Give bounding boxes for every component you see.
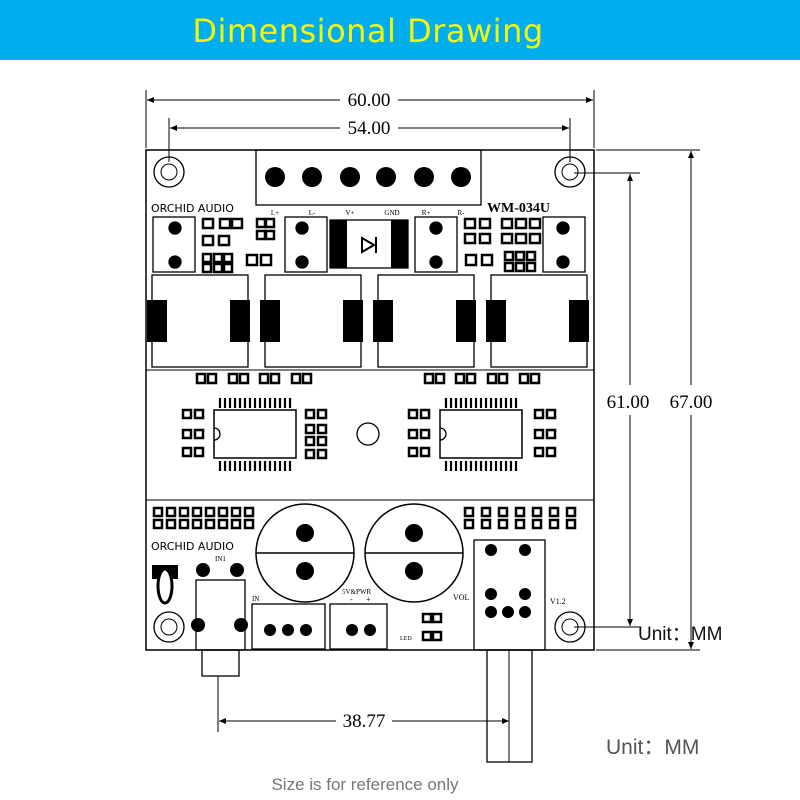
dimension-overall-height: 67.00 [596,149,713,651]
overall-width-label: 60.00 [348,90,391,111]
dimension-overall-width: 60.00 [145,90,595,148]
knob-offset-label: 38.77 [343,711,386,732]
smd-pads-bottom [152,506,577,642]
terminal-label: GND [384,209,399,217]
unit-label-bottom: Unit：MM [606,736,700,759]
hole-spacing-height-label: 61.00 [607,392,650,413]
in-label: IN [252,595,259,603]
power-terminal: 5V&PWR - + [329,588,388,650]
power-plus-label: + [366,595,371,604]
reference-note: Size is for reference only [271,775,459,794]
dimension-hole-spacing-height: 61.00 [574,172,650,628]
volume-potentiometer: VOL V1.2 [453,539,566,763]
hole-spacing-width-label: 54.00 [348,118,391,139]
model-label: WM-034U [487,201,550,216]
amplifier-chip-right [439,398,523,471]
terminal-label: V+ [345,209,354,217]
output-terminal-block [255,149,482,206]
smd-pads-top [201,217,542,274]
dimension-hole-spacing-width: 54.00 [168,118,571,162]
terminal-labels: L+ L- V+ GND R+ R- [271,209,465,217]
vol-label: VOL [453,593,470,602]
page-title: Dimensional Drawing [192,12,544,50]
version-label: V1.2 [550,597,566,606]
diode-component [329,219,409,269]
inductor-modules [152,216,586,273]
unit-label-right: Unit：MM [638,624,723,645]
smd-pads-middle [181,372,557,460]
input-terminal: IN [251,595,326,650]
power-inductors [147,274,589,368]
capacitors [255,503,464,603]
terminal-label: R+ [422,209,431,217]
terminal-label: L+ [271,209,279,217]
mounting-holes [153,156,586,643]
power-label: 5V&PWR [342,588,372,596]
terminal-label: R- [458,209,466,217]
terminal-label: L- [309,209,316,217]
led-label: LED [400,636,412,642]
brand-label-bottom: ORCHID AUDIO [151,540,234,553]
overall-height-label: 67.00 [670,392,713,413]
power-minus-label: - [350,595,353,604]
in1-label: IN1 [215,555,226,563]
amplifier-chip-left [213,398,297,471]
brand-label-top: ORCHID AUDIO [151,202,234,215]
audio-jack: IN1 [152,555,248,677]
dimension-knob-offset: 38.77 [217,676,509,732]
center-test-point [356,422,380,446]
header-banner: Dimensional Drawing [0,0,800,60]
